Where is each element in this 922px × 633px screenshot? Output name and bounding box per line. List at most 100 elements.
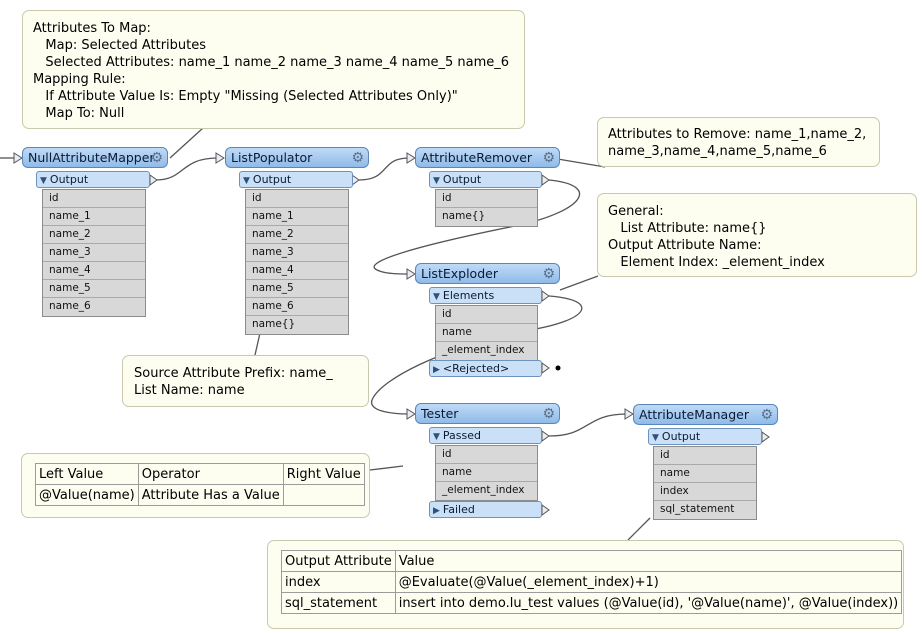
note-leader-manager bbox=[627, 517, 651, 541]
attribute-row: name_3 bbox=[246, 244, 348, 262]
attribute-row: name_1 bbox=[43, 208, 145, 226]
attribute-row: name_4 bbox=[43, 262, 145, 280]
elements-port[interactable]: ▼Elements bbox=[429, 287, 542, 304]
table-header: Operator bbox=[137, 463, 284, 485]
port-label: <Rejected> bbox=[442, 362, 510, 375]
note-leader-populator bbox=[254, 332, 261, 356]
wire-populator-to-remover bbox=[358, 157, 410, 181]
note-line: Output Attribute Name: bbox=[608, 238, 762, 253]
output-port[interactable]: ▼Output bbox=[239, 171, 353, 188]
transformer-header[interactable]: AttributeRemover ⚙ bbox=[415, 147, 560, 168]
note-null-attribute-mapper[interactable]: Attributes To Map: Map: Selected Attribu… bbox=[22, 10, 525, 129]
output-port[interactable]: ▼Output bbox=[429, 171, 542, 188]
gear-icon[interactable]: ⚙ bbox=[542, 406, 555, 422]
wire-nam-to-populator bbox=[155, 157, 219, 181]
attribute-row: name_5 bbox=[43, 280, 145, 298]
attribute-row: name_4 bbox=[246, 262, 348, 280]
attribute-row: name bbox=[654, 465, 756, 483]
note-line: Map To: Null bbox=[33, 106, 125, 121]
failed-port[interactable]: ▶Failed bbox=[429, 501, 542, 518]
note-line: Mapping Rule: bbox=[33, 72, 126, 87]
attribute-row: name_2 bbox=[43, 226, 145, 244]
note-line: List Attribute: name{} bbox=[608, 221, 767, 236]
port-label: Output bbox=[442, 173, 482, 186]
port-label: Passed bbox=[442, 429, 482, 442]
triangle-down-icon: ▼ bbox=[40, 176, 47, 186]
note-leader-mapper bbox=[169, 127, 204, 159]
port-label: Output bbox=[252, 173, 292, 186]
attribute-row: id bbox=[43, 190, 145, 208]
table-cell: sql_statement bbox=[281, 592, 396, 614]
gear-icon[interactable]: ⚙ bbox=[542, 266, 555, 282]
note-line: Selected Attributes: name_1 name_2 name_… bbox=[33, 55, 510, 70]
table-row: @Value(name) Attribute Has a Value bbox=[35, 484, 365, 506]
output-port[interactable]: ▼Output bbox=[648, 428, 762, 445]
attribute-row: index bbox=[654, 483, 756, 501]
attribute-row: name_5 bbox=[246, 280, 348, 298]
attribute-row: name_6 bbox=[246, 298, 348, 316]
attribute-row: id bbox=[246, 190, 348, 208]
port-label: Output bbox=[661, 430, 701, 443]
table-cell: insert into demo.lu_test values (@Value(… bbox=[394, 592, 903, 614]
transformer-title: AttributeRemover bbox=[421, 150, 533, 165]
tester-table: Left Value Operator Right Value @Value(n… bbox=[35, 463, 365, 506]
note-line: If Attribute Value Is: Empty "Missing (S… bbox=[33, 89, 458, 104]
table-cell: Attribute Has a Value bbox=[137, 484, 284, 506]
passed-port[interactable]: ▼Passed bbox=[429, 427, 542, 444]
triangle-down-icon: ▼ bbox=[243, 176, 250, 186]
note-line: name_3,name_4,name_5,name_6 bbox=[608, 144, 827, 159]
transformer-header[interactable]: Tester ⚙ bbox=[415, 403, 560, 424]
transformer-title: ListPopulator bbox=[231, 150, 313, 165]
triangle-down-icon: ▼ bbox=[433, 292, 440, 302]
transformer-header[interactable]: ListPopulator ⚙ bbox=[225, 147, 369, 168]
note-attribute-manager[interactable]: Output Attribute Value index @Evaluate(@… bbox=[267, 540, 904, 629]
attribute-list: id name _element_index bbox=[435, 305, 538, 361]
attribute-row: name bbox=[436, 324, 537, 342]
rejected-terminator bbox=[555, 365, 561, 371]
transformer-title: NullAttributeMapper bbox=[28, 150, 155, 165]
note-list-exploder[interactable]: General: List Attribute: name{} Output A… bbox=[597, 193, 917, 277]
gear-icon[interactable]: ⚙ bbox=[351, 150, 364, 166]
triangle-right-icon: ▶ bbox=[433, 506, 440, 516]
triangle-right-icon: ▶ bbox=[433, 365, 440, 375]
output-port[interactable]: ▼Output bbox=[36, 171, 150, 188]
port-label: Output bbox=[49, 173, 89, 186]
note-leader-tester bbox=[369, 465, 404, 471]
attribute-row: name{} bbox=[442, 210, 486, 222]
triangle-down-icon: ▼ bbox=[433, 176, 440, 186]
note-tester[interactable]: Left Value Operator Right Value @Value(n… bbox=[21, 453, 370, 518]
table-cell bbox=[282, 484, 365, 506]
gear-icon[interactable]: ⚙ bbox=[150, 150, 163, 166]
triangle-down-icon: ▼ bbox=[433, 432, 440, 442]
attribute-list: id name_1 name_2 name_3 name_4 name_5 na… bbox=[42, 189, 146, 317]
attribute-row: id bbox=[654, 447, 756, 465]
attribute-row: _element_index bbox=[442, 484, 525, 496]
wire-tester-to-manager bbox=[548, 413, 628, 437]
attribute-row: name_2 bbox=[246, 226, 348, 244]
transformer-header[interactable]: ListExploder ⚙ bbox=[415, 263, 560, 284]
triangle-down-icon: ▼ bbox=[652, 433, 659, 443]
note-attribute-remover[interactable]: Attributes to Remove: name_1,name_2, nam… bbox=[597, 117, 880, 167]
rejected-port[interactable]: ▶<Rejected> bbox=[429, 360, 542, 377]
transformer-title: AttributeManager bbox=[639, 407, 749, 422]
table-header: Output Attribute bbox=[281, 550, 396, 572]
transformer-header[interactable]: AttributeManager ⚙ bbox=[633, 404, 778, 425]
gear-icon[interactable]: ⚙ bbox=[542, 150, 555, 166]
attribute-row: id bbox=[436, 190, 537, 208]
attribute-row: name bbox=[436, 464, 537, 482]
attribute-list: id name_1 name_2 name_3 name_4 name_5 na… bbox=[245, 189, 349, 335]
table-cell: index bbox=[281, 571, 396, 593]
port-label: Elements bbox=[442, 289, 495, 302]
note-line: Element Index: _element_index bbox=[608, 255, 825, 270]
transformer-title: ListExploder bbox=[421, 266, 498, 281]
note-line: Attributes To Map: bbox=[33, 21, 151, 36]
manager-table: Output Attribute Value index @Evaluate(@… bbox=[281, 550, 903, 614]
transformer-header[interactable]: NullAttributeMapper ⚙ bbox=[22, 147, 168, 168]
note-line: List Name: name bbox=[134, 383, 245, 398]
gear-icon[interactable]: ⚙ bbox=[760, 407, 773, 423]
note-list-populator[interactable]: Source Attribute Prefix: name_ List Name… bbox=[122, 355, 369, 407]
attribute-row: name_3 bbox=[43, 244, 145, 262]
table-cell: @Evaluate(@Value(_element_index)+1) bbox=[394, 571, 903, 593]
attribute-list: id name _element_index bbox=[435, 445, 538, 501]
wire-remover-to-exploder bbox=[373, 179, 581, 275]
